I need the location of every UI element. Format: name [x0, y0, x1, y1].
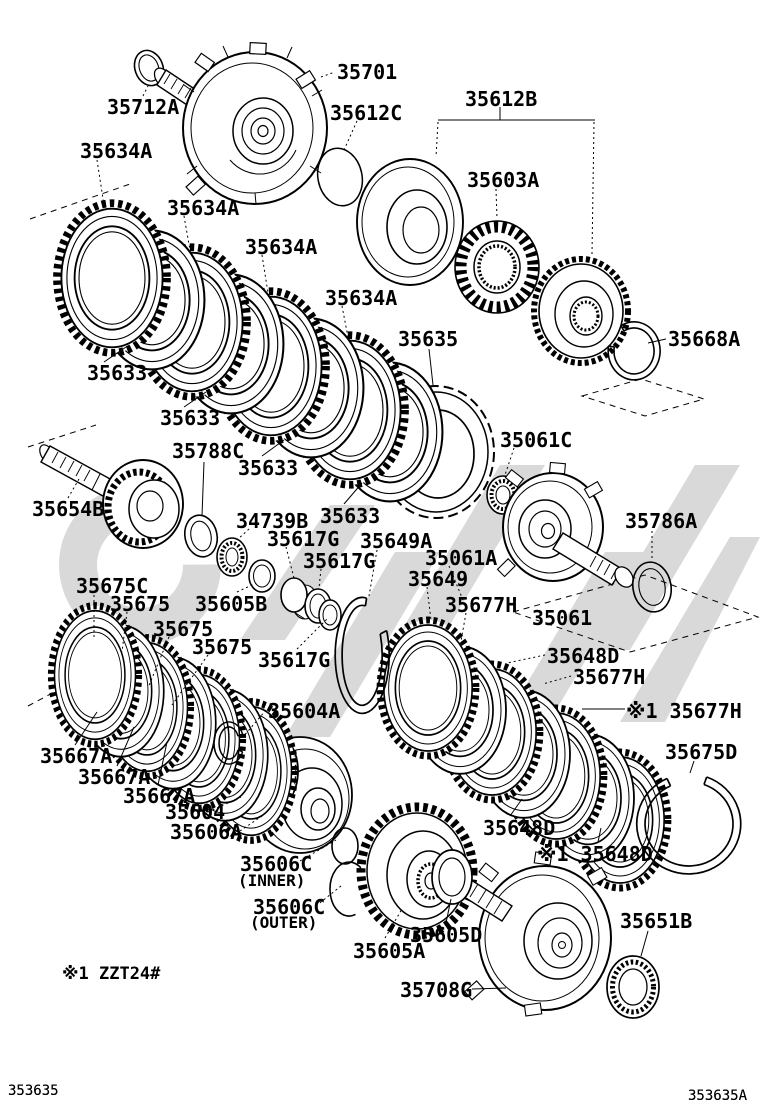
part-label-35605B: 35605B	[195, 592, 268, 616]
part-label-35667A: 35667A	[78, 765, 151, 789]
part-label-35648D: 35648D	[547, 644, 620, 668]
part-label-35648D: 35648D	[483, 816, 556, 840]
part-label-INNER: (INNER)	[238, 871, 306, 890]
part-label-35604A: 35604A	[268, 699, 341, 723]
part-label-35605A: 35605A	[353, 939, 426, 963]
part-label-35606C: 35606C	[240, 852, 313, 876]
clutch-pack-1	[57, 203, 495, 519]
part-label-35675: 35675	[192, 635, 253, 659]
drum-35061-drawing	[496, 461, 634, 588]
drum-35612B-right-drawing	[531, 256, 631, 366]
snap-ring-35668A-drawing	[607, 321, 661, 381]
part-label-35061A: 35061A	[425, 546, 498, 570]
part-label-1ZZT24: ※1 ZZT24#	[62, 964, 161, 984]
ring-35712A-drawing	[133, 49, 165, 87]
part-label-34739B: 34739B	[236, 509, 309, 533]
oring-35606C-inner-drawing	[331, 827, 359, 865]
part-label-35654B: 35654B	[32, 497, 105, 521]
part-label-35675: 35675	[110, 592, 171, 616]
part-label-35649: 35649	[408, 567, 469, 591]
part-label-35612B: 35612B	[465, 87, 538, 111]
drum-35708G-drawing	[463, 851, 612, 1017]
part-label-135648D: ※1 35648D	[537, 842, 653, 866]
seal-35651B-drawing	[606, 955, 660, 1019]
part-label-35667A: 35667A	[123, 784, 196, 808]
washer-35788C-drawing	[183, 514, 219, 558]
disc-35612B-drawing	[356, 158, 464, 286]
watermark	[59, 465, 760, 737]
part-label-35675C: 35675C	[76, 574, 149, 598]
part-label-353635A: 353635A	[688, 1088, 748, 1104]
part-label-35651B: 35651B	[620, 909, 693, 933]
part-label-35061C: 35061C	[500, 428, 573, 452]
drum-35701-drawing	[153, 41, 328, 205]
part-label-35061: 35061	[532, 606, 593, 630]
piston-35617G-drawing	[280, 577, 342, 631]
bearing-34739B-drawing	[216, 537, 248, 577]
ring-35786A-drawing	[631, 561, 673, 613]
part-label-35604: 35604	[165, 800, 226, 824]
sprag-35603A-drawing	[454, 220, 540, 314]
snap-ring-35675D-drawing	[635, 776, 742, 875]
part-label-35633: 35633	[160, 406, 221, 430]
snap-ring-35649A-drawing	[334, 596, 391, 715]
part-label-35635: 35635	[398, 327, 459, 351]
part-label-35633: 35633	[87, 361, 148, 385]
part-label-OUTER: (OUTER)	[250, 913, 318, 932]
part-label-35634A: 35634A	[167, 196, 240, 220]
part-label-35634A: 35634A	[325, 286, 398, 310]
part-label-35788C: 35788C	[172, 439, 245, 463]
part-label-35634A: 35634A	[80, 139, 153, 163]
part-label-35675D: 35675D	[665, 740, 738, 764]
part-label-353635: 353635	[8, 1083, 59, 1099]
page-code-left: 353635	[8, 1083, 59, 1099]
part-label-35603A: 35603A	[467, 168, 540, 192]
shaft-35654B-drawing	[39, 444, 184, 549]
page-code-right: 353635A	[688, 1088, 748, 1104]
part-label-35633: 35633	[238, 456, 299, 480]
leader-lines-solid	[74, 107, 695, 990]
washer-35605D-drawing	[431, 849, 473, 905]
part-label-35605D: 35605D	[410, 923, 483, 947]
leader-lines-dotted	[67, 71, 653, 939]
part-label-35675: 35675	[153, 617, 214, 641]
part-label-135677H: ※1 35677H	[626, 699, 742, 723]
part-label-35786A: 35786A	[625, 509, 698, 533]
part-label-35633: 35633	[320, 504, 381, 528]
part-label-35617G: 35617G	[267, 527, 340, 551]
part-label-35617G: 35617G	[258, 648, 331, 672]
part-label-35677H: 35677H	[445, 593, 518, 617]
snap-ring-35604A-drawing	[213, 721, 244, 765]
part-label-35617G: 35617G	[303, 549, 376, 573]
part-label-35606A: 35606A	[170, 820, 243, 844]
part-label-35677H: 35677H	[573, 665, 646, 689]
part-label-35701: 35701	[337, 60, 398, 84]
part-label-35606C: 35606C	[253, 895, 326, 919]
ring-35605B-drawing	[248, 559, 276, 593]
part-label-35634A: 35634A	[245, 235, 318, 259]
part-label-35667A: 35667A	[40, 744, 113, 768]
oring-35612C-drawing	[316, 147, 364, 207]
part-label-35712A: 35712A	[107, 95, 180, 119]
part-label-35708G: 35708G	[400, 978, 473, 1002]
part-label-35649A: 35649A	[360, 529, 433, 553]
part-label-35612C: 35612C	[330, 101, 403, 125]
part-label-35668A: 35668A	[668, 327, 741, 351]
